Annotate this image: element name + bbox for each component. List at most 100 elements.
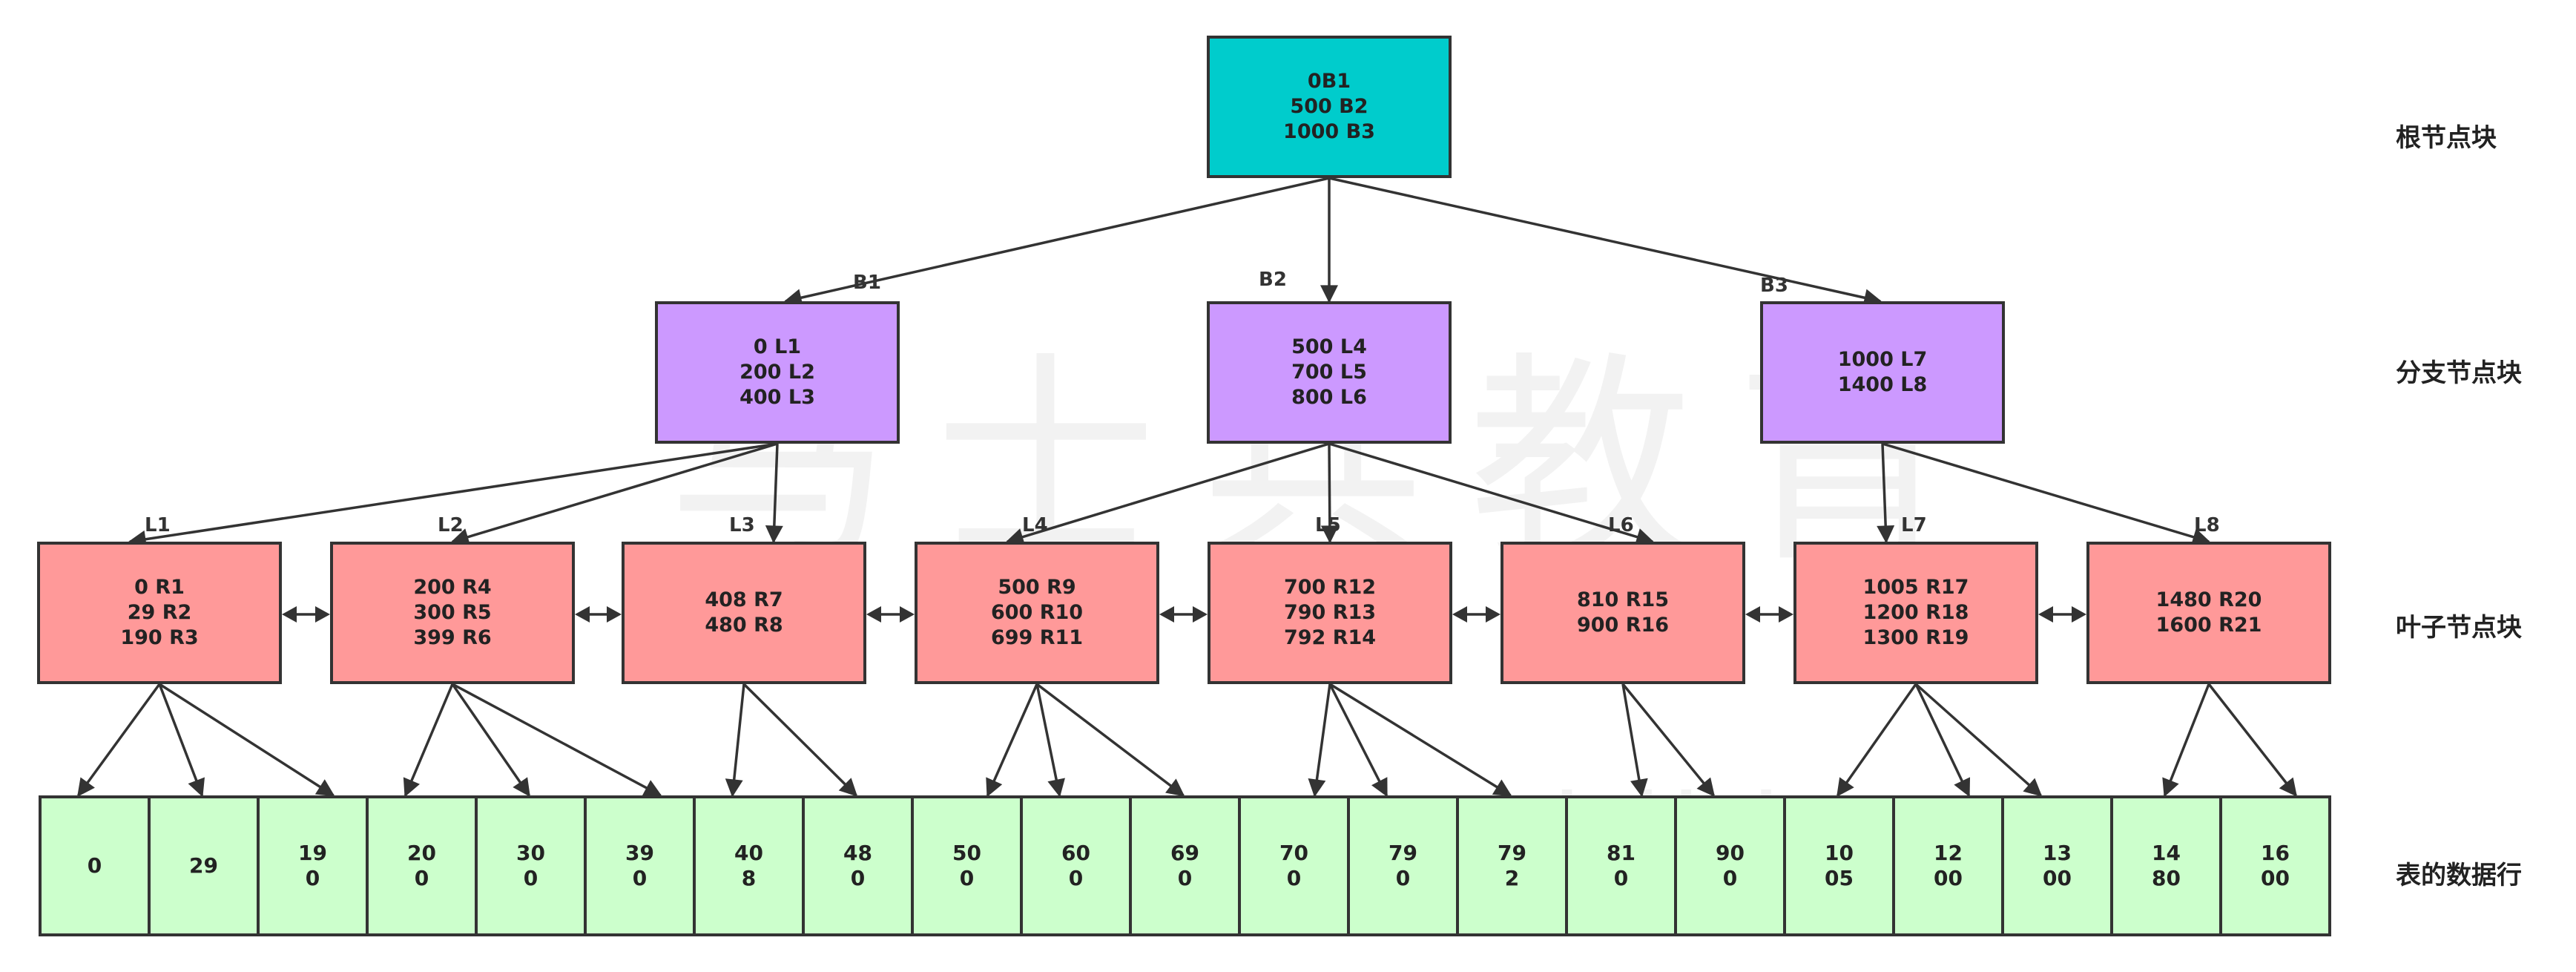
branch-pointer-label: B1 (853, 272, 881, 294)
leaf-to-row-arrow (1035, 683, 1185, 797)
data-row-text: 30 (516, 841, 545, 865)
data-row-text: 90 (1716, 841, 1745, 865)
leaf-to-row-arrow (1914, 683, 2043, 797)
level-label-leaf: 叶子节点块 (2396, 613, 2522, 643)
sibling-arrowhead-left (1159, 606, 1174, 623)
key-entry: 29 R2 (127, 601, 192, 624)
data-row-text: 0 (1177, 866, 1193, 890)
sibling-arrowhead-left (1745, 606, 1760, 623)
data-row-text: 80 (2152, 866, 2181, 890)
data-row-text: 0 (850, 866, 866, 890)
data-row-text: 0 (959, 866, 975, 890)
key-entry: 300 R5 (413, 601, 492, 624)
leaf-to-row-arrow (1329, 683, 1512, 797)
key-entry: 400 L3 (739, 386, 815, 409)
key-entry: 480 R8 (705, 614, 783, 637)
data-row-text: 60 (1061, 841, 1090, 865)
sibling-arrowhead-right (607, 606, 622, 623)
branch-to-leaf-arrow (1882, 442, 2211, 546)
leaf-to-row-arrow (1621, 683, 1648, 798)
data-row-text: 50 (952, 841, 981, 865)
branch-to-leaf-arrow (765, 443, 783, 544)
data-row-text: 16 (2261, 841, 2290, 865)
sibling-arrowhead-right (1193, 606, 1208, 623)
key-entry: 399 R6 (413, 626, 492, 649)
key-entry: 190 R3 (120, 626, 199, 649)
key-entry: 1480 R20 (2155, 588, 2262, 611)
sibling-arrowhead-right (315, 606, 330, 623)
leaf-to-row-arrow (1328, 683, 1389, 798)
data-row-text: 48 (843, 841, 872, 865)
key-entry: 800 L6 (1291, 386, 1367, 409)
key-entry: 790 R13 (1283, 601, 1377, 624)
leaf-to-row-arrow (742, 683, 858, 797)
key-entry: 810 R15 (1576, 588, 1670, 611)
leaf-to-row-arrow (2207, 683, 2297, 797)
data-row-text: 0 (414, 866, 429, 890)
branch-to-leaf-arrow (1877, 443, 1895, 544)
leaf-pointer-label: L3 (729, 514, 755, 536)
leaf-to-row-arrow (725, 683, 745, 798)
data-row-text: 39 (625, 841, 654, 865)
sibling-arrowhead-left (575, 606, 590, 623)
data-row-text: 14 (2152, 841, 2181, 865)
data-row-text: 00 (2261, 866, 2290, 890)
leaf-to-row-arrow (1837, 683, 1917, 797)
data-row-text: 0 (1395, 866, 1411, 890)
branch-pointer-label: B3 (1760, 275, 1788, 297)
leaf-to-row-arrow (1035, 683, 1065, 798)
branch-to-leaf-arrow (128, 442, 778, 548)
data-row-text: 20 (407, 841, 436, 865)
data-row-text: 0 (1722, 866, 1738, 890)
data-row-text: 70 (1279, 841, 1308, 865)
key-entry: 0 R1 (134, 576, 185, 599)
key-entry: 1400 L8 (1837, 373, 1928, 396)
data-row-text: 0 (632, 866, 648, 890)
sibling-arrowhead-left (282, 606, 297, 623)
level-label-root: 根节点块 (2396, 123, 2497, 153)
leaf-to-row-arrow (77, 683, 161, 797)
data-row-text: 05 (1825, 866, 1854, 890)
key-entry: 500 L4 (1291, 335, 1367, 358)
key-entry: 0 L1 (753, 335, 802, 358)
data-row-text: 0 (87, 853, 102, 878)
branch-to-leaf-arrow (1328, 442, 1655, 546)
